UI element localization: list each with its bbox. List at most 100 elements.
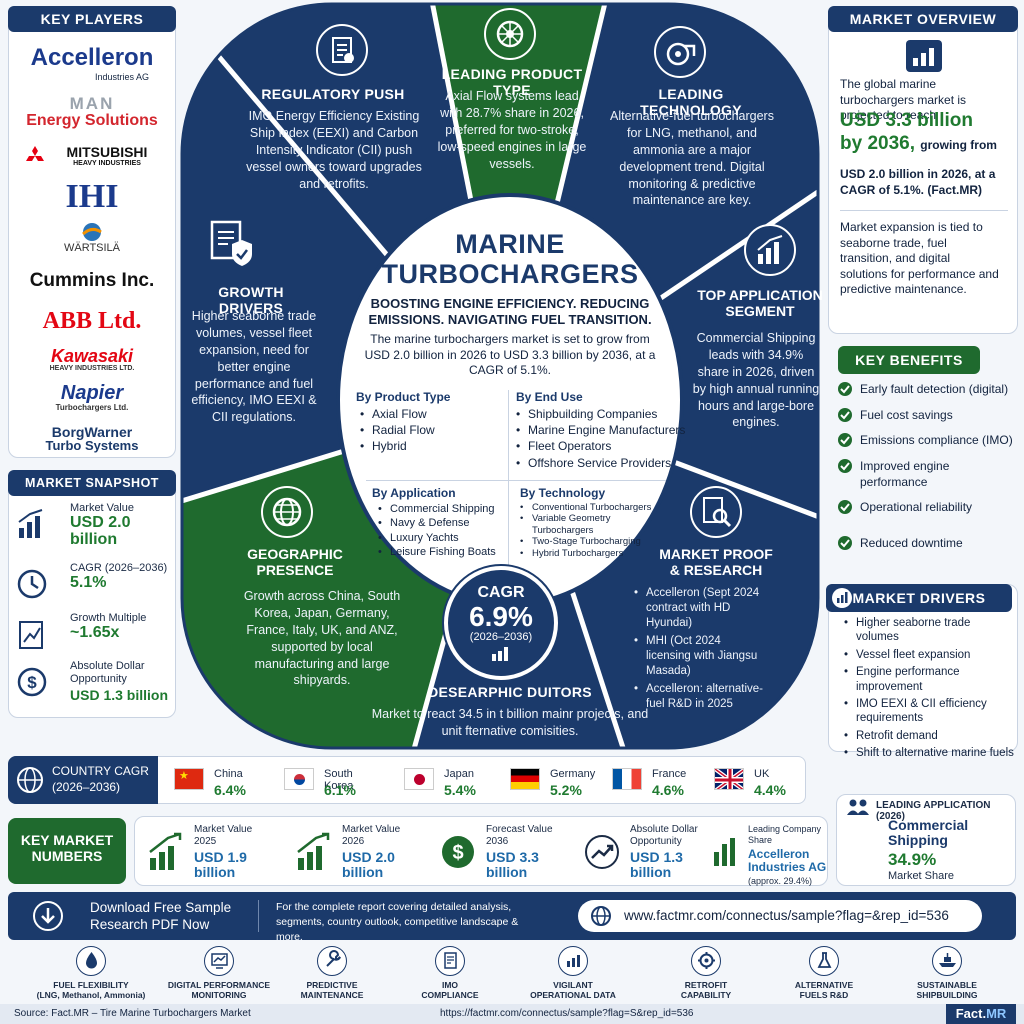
cagr-badge: CAGR 6.9% (2026–2036) [444, 566, 558, 680]
footer-url-link[interactable]: https://factmr.com/connectus/sample?flag… [440, 1008, 694, 1019]
download-url-field[interactable]: www.factmr.com/connectus/sample?flag=&re… [578, 900, 982, 932]
logo-napier: Napier Turbochargers Ltd. [55, 382, 129, 412]
logo-kawasaki: Kawasaki HEAVY INDUSTRIES LTD. [49, 346, 135, 372]
logo-wartsila: WÄRTSILÄ [8, 222, 176, 254]
logo-ihi: IHI [65, 178, 119, 215]
globe-icon [591, 906, 611, 926]
monitor-chart-icon [204, 946, 234, 976]
check-circle-icon [838, 382, 852, 396]
key-numbers-label: KEY MARKET NUMBERS [8, 818, 126, 884]
growth-body: Higher seaborne trade volumes, vessel fl… [191, 309, 317, 425]
key-numbers-list: Market Value 2025 USD 1.9 billion Market… [146, 818, 826, 888]
fuel-drop-icon [76, 946, 106, 976]
geographic-title: GEOGRAPHIC PRESENCE [247, 546, 343, 578]
sector-product [420, 4, 620, 400]
download-icon [33, 901, 63, 931]
footer-bar [0, 1004, 1024, 1024]
overview-value: USD 3.3 billion by 2036, growing from [840, 110, 997, 154]
country-list: ★ China 6.4% South Korea 6.1% Japan 5.4%… [174, 760, 804, 804]
end-use-block: By End Use Shipbuilding Companies Marine… [516, 390, 686, 471]
snapshot-market-value: Market Value USD 2.0 billion [10, 502, 170, 552]
download-button[interactable]: Download Free Sample Research PDF Now [14, 896, 254, 936]
globe-icon [17, 767, 43, 793]
bar-chart-icon [18, 509, 43, 538]
leading-application-panel [836, 794, 1016, 886]
south-korea-flag-icon [284, 768, 314, 790]
turbocharger-icon [654, 26, 706, 78]
growth-document-icon [19, 621, 43, 649]
application-body: Commercial Shipping leads with 34.9% sha… [692, 331, 820, 430]
overview-chart-icon [906, 40, 942, 72]
application-title: TOP APPLICATION SEGMENT [697, 287, 823, 319]
regulatory-body: IMO Energy Efficiency Existing Ship Inde… [246, 109, 422, 191]
bottom-segment-title: DESEARPHIC DUITORS [428, 684, 592, 700]
research-magnifier-icon [690, 486, 742, 538]
svg-text:$: $ [452, 842, 463, 864]
proof-list: Accelleron (Sept 2024 contract with HD H… [634, 586, 766, 712]
key-players-logos: Accelleron Industries AG MAN Energy Solu… [8, 36, 176, 456]
ship-icon [932, 946, 962, 976]
snapshot-growth-multiple: Growth Multiple ~1.65x [10, 612, 170, 662]
center-summary: The marine turbochargers market is set t… [364, 332, 656, 378]
check-circle-icon [838, 408, 852, 422]
feature-strip: FUEL FLEXIBILITY(LNG, Methanol, Ammonia)… [8, 946, 1016, 1004]
dollar-coin-icon: $ [442, 836, 474, 868]
clipboard-check-icon [316, 24, 368, 76]
germany-flag-icon [510, 768, 540, 790]
check-circle-icon [838, 500, 852, 514]
logo-mitsubishi: MITSUBISHI HEAVY INDUSTRIES [8, 144, 176, 167]
logo-borgwarner: BorgWarner Turbo Systems [45, 424, 139, 453]
center-title: MARINE TURBOCHARGERS [381, 229, 639, 289]
key-number-2026: Market Value 2026 USD 2.0 billion [294, 824, 434, 892]
shield-document-icon [435, 946, 465, 976]
bar-chart-icon [714, 838, 735, 866]
growth-title: GROWTH DRIVERS [218, 284, 284, 316]
svg-text:$: $ [27, 673, 37, 692]
proof-title: MARKET PROOF & RESEARCH [659, 546, 773, 578]
people-icon [846, 798, 870, 816]
leading-application-value: 34.9% [888, 850, 937, 869]
wrench-icon [317, 946, 347, 976]
center-tagline: BOOSTING ENGINE EFFICIENCY. REDUCING EMI… [368, 296, 652, 327]
snapshot-absolute-dollar: $ Absolute Dollar Opportunity USD 1.3 bi… [10, 660, 170, 710]
center-divider-h [366, 480, 666, 481]
overview-divider [840, 210, 1008, 211]
key-number-absolute: Absolute Dollar Opportunity USD 1.3 bill… [582, 824, 712, 892]
china-flag-icon: ★ [174, 768, 204, 790]
overview-rest: USD 2.0 billion in 2026, at a CAGR of 5.… [840, 167, 996, 198]
overview-note: Market expansion is tied to seaborne tra… [840, 220, 999, 297]
key-number-2036: $ Forecast Value 2036 USD 3.3 billion [438, 824, 578, 892]
feature-fuel-flexibility: FUEL FLEXIBILITY(LNG, Methanol, Ammonia) [16, 946, 166, 1000]
logo-accelleron: Accelleron Industries AG [30, 44, 154, 82]
france-flag-icon [612, 768, 642, 790]
snapshot-cagr: CAGR (2026–2036) 5.1% [10, 562, 170, 612]
footer-source: Source: Fact.MR – Tire Marine Turbocharg… [14, 1008, 251, 1019]
check-circle-icon [838, 433, 852, 447]
growth-bars-icon [149, 832, 182, 870]
key-number-company-share: Leading Company Share Accelleron Industr… [712, 824, 826, 892]
key-benefits-title: KEY BENEFITS [838, 346, 980, 374]
market-snapshot-title: MARKET SNAPSHOT (2026) [8, 470, 176, 516]
japan-flag-icon [404, 768, 434, 790]
key-number-2025: Market Value 2025 USD 1.9 billion [146, 824, 286, 892]
turbine-wheel-icon [484, 8, 536, 60]
application-block: By Application Commercial Shipping Navy … [372, 486, 504, 559]
technology-title: LEADING TECHNOLOGY [640, 86, 742, 118]
growth-bars-icon [297, 832, 330, 870]
product-title: LEADING PRODUCT TYPE [441, 66, 583, 98]
overview-intro: The global marine turbochargers market i… [840, 77, 967, 123]
shield-clipboard-icon [206, 216, 258, 272]
leading-application-caption: Market Share [888, 870, 955, 882]
market-overview-title: MARKET OVERVIEW [828, 6, 1018, 32]
flask-icon [809, 946, 839, 976]
leading-application-title: LEADING APPLICATION (2026) [876, 800, 991, 822]
uk-flag-icon [714, 768, 744, 790]
growth-chart-icon [744, 224, 796, 276]
market-drivers-list: Higher seaborne trade volumes Vessel fle… [844, 616, 1016, 761]
market-drivers-title: MARKET DRIVERS [826, 584, 1012, 612]
bottom-segment-body: Market to react 34.5 in t billion mainr … [371, 707, 649, 738]
